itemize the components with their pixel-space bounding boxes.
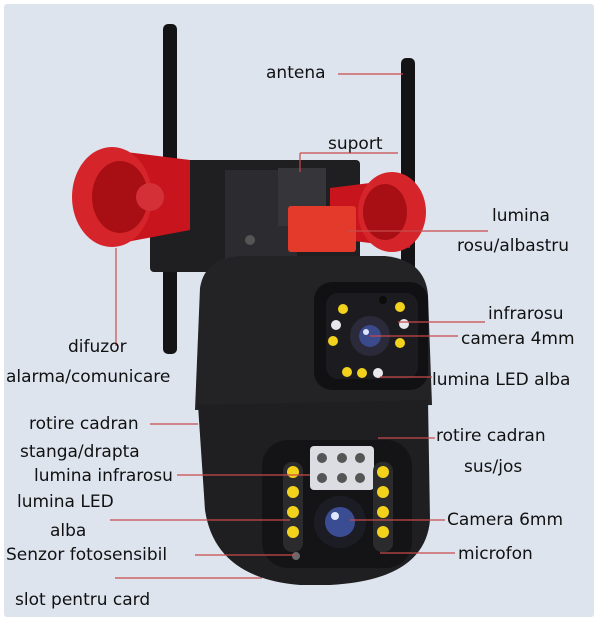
label-rotire-lr-1: rotire cadran <box>29 414 139 434</box>
label-rotire-lr-2: stanga/drapta <box>20 442 140 462</box>
label-senzor: Senzor fotosensibil <box>6 545 168 565</box>
label-lumina-1: lumina <box>492 206 550 226</box>
label-led-alba-top: lumina LED alba <box>432 370 571 390</box>
label-difuzor: difuzor <box>68 337 127 357</box>
label-microfon: microfon <box>458 544 533 564</box>
label-suport: suport <box>328 134 383 154</box>
left-siren <box>72 147 190 247</box>
label-rotire-ud-1: rotire cadran <box>436 426 546 446</box>
label-camera-4mm: camera 4mm <box>461 329 575 349</box>
label-led-alba-1: lumina LED <box>17 492 114 512</box>
label-infrarosu: infrarosu <box>488 304 564 324</box>
label-antena: antena <box>266 63 326 83</box>
leader-lines <box>110 73 488 579</box>
lower-camera-module <box>262 440 412 568</box>
label-lumina-2: rosu/albastru <box>457 236 570 256</box>
label-slot-card: slot pentru card <box>15 590 151 610</box>
label-lumina-infrarosu: lumina infrarosu <box>34 466 173 486</box>
label-alarma: alarma/comunicare <box>6 367 171 387</box>
label-led-alba-2: alba <box>50 521 87 541</box>
label-camera-6mm: Camera 6mm <box>447 510 564 530</box>
red-blue-light <box>288 206 356 252</box>
label-rotire-ud-2: sus/jos <box>464 457 523 477</box>
